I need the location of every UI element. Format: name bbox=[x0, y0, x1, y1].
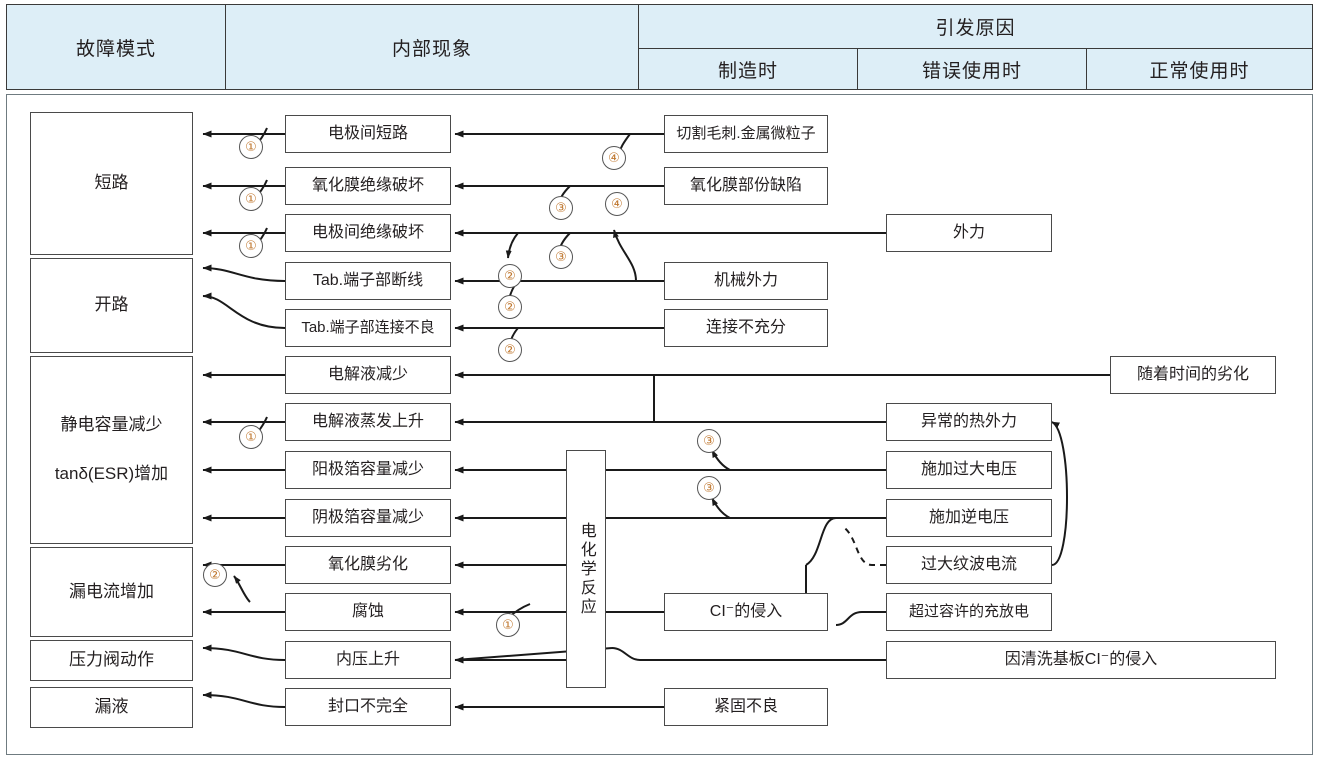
internal-electrolyte-decrease[interactable]: 电解液减少 bbox=[285, 356, 451, 394]
failure-mode-short[interactable]: 短路 bbox=[30, 112, 193, 255]
cause-external-force[interactable]: 外力 bbox=[886, 214, 1052, 252]
electrochemical-reaction[interactable]: 电化学反应 bbox=[566, 450, 606, 688]
cause-chloride-ingress[interactable]: CI⁻的侵入 bbox=[664, 593, 828, 631]
internal-anode-foil-capacity-drop-label: 阳极箔容量减少 bbox=[311, 461, 424, 479]
cause-cutting-burr-metal-particles-label: 切割毛刺.金属微粒子 bbox=[676, 124, 816, 142]
cause-exceeding-charge-discharge[interactable]: 超过容许的充放电 bbox=[886, 593, 1052, 631]
internal-interelectrode-insulation-breakdown[interactable]: 电极间绝缘破坏 bbox=[285, 214, 451, 252]
cause-chloride-ingress-label: CI⁻的侵入 bbox=[709, 603, 783, 621]
circled-marker-m5: ② bbox=[203, 563, 227, 587]
internal-oxide-degradation-label: 氧化膜劣化 bbox=[327, 556, 408, 574]
cause-poor-fastening[interactable]: 紧固不良 bbox=[664, 688, 828, 726]
internal-cathode-foil-capacity-drop[interactable]: 阴极箔容量减少 bbox=[285, 499, 451, 537]
failure-mode-short-label: 短路 bbox=[94, 173, 129, 193]
cause-time-degradation-label: 随着时间的劣化 bbox=[1136, 366, 1249, 384]
cause-time-degradation[interactable]: 随着时间的劣化 bbox=[1110, 356, 1276, 394]
failure-mode-leakage-current[interactable]: 漏电流增加 bbox=[30, 547, 193, 637]
circled-marker-m6: ② bbox=[498, 264, 522, 288]
header-internal: 内部现象 bbox=[225, 4, 639, 90]
header-normal-label: 正常使用时 bbox=[1149, 60, 1250, 82]
cause-reverse-voltage-applied[interactable]: 施加逆电压 bbox=[886, 499, 1052, 537]
circled-marker-m4: ① bbox=[239, 425, 263, 449]
cause-external-force-label: 外力 bbox=[952, 224, 985, 242]
circled-marker-m15: ① bbox=[496, 613, 520, 637]
internal-oxide-degradation[interactable]: 氧化膜劣化 bbox=[285, 546, 451, 584]
header-misuse-label: 错误使用时 bbox=[921, 60, 1022, 82]
cause-chloride-from-board-cleaning-label: 因清洗基板CI⁻的侵入 bbox=[1004, 651, 1158, 669]
circled-marker-m12: ④ bbox=[605, 192, 629, 216]
cause-excessive-ripple-current-label: 过大纹波电流 bbox=[920, 556, 1017, 574]
internal-corrosion-label: 腐蚀 bbox=[351, 603, 384, 621]
circled-marker-m13: ③ bbox=[697, 429, 721, 453]
cause-exceeding-charge-discharge-label: 超过容许的充放电 bbox=[908, 602, 1029, 620]
failure-mode-liquid-leak[interactable]: 漏液 bbox=[30, 687, 193, 728]
header-failure-mode-label: 故障模式 bbox=[75, 38, 156, 60]
cause-insufficient-connection-label: 连接不充分 bbox=[705, 319, 786, 337]
cause-abnormal-thermal-force-label: 异常的热外力 bbox=[920, 413, 1017, 431]
header-manufacturing: 制造时 bbox=[638, 48, 858, 90]
failure-mode-capacitance-drop-line1: 静电容量减少 bbox=[60, 415, 163, 435]
circled-marker-m9: ③ bbox=[549, 245, 573, 269]
header-internal-label: 内部现象 bbox=[391, 38, 472, 60]
internal-oxide-insulation-breakdown[interactable]: 氧化膜绝缘破坏 bbox=[285, 167, 451, 205]
header-normal: 正常使用时 bbox=[1086, 48, 1313, 90]
circled-marker-m1: ① bbox=[239, 135, 263, 159]
failure-mode-capacitance-drop-line2: tanδ(ESR)增加 bbox=[54, 464, 169, 483]
internal-internal-pressure-rise[interactable]: 内压上升 bbox=[285, 641, 451, 679]
failure-mode-capacitance-drop[interactable]: 静电容量减少 tanδ(ESR)增加 bbox=[30, 356, 193, 544]
circled-marker-m7: ② bbox=[498, 295, 522, 319]
cause-overvoltage-applied-label: 施加过大电压 bbox=[920, 461, 1017, 479]
internal-electrolyte-decrease-label: 电解液减少 bbox=[327, 366, 408, 384]
internal-interelectrode-insulation-breakdown-label: 电极间绝缘破坏 bbox=[311, 224, 424, 242]
circled-marker-m10: ③ bbox=[549, 196, 573, 220]
failure-mode-pressure-valve-label: 压力阀动作 bbox=[69, 650, 154, 670]
cause-mechanical-force[interactable]: 机械外力 bbox=[664, 262, 828, 300]
circled-marker-m3: ① bbox=[239, 234, 263, 258]
cause-overvoltage-applied[interactable]: 施加过大电压 bbox=[886, 451, 1052, 489]
internal-corrosion[interactable]: 腐蚀 bbox=[285, 593, 451, 631]
cause-chloride-from-board-cleaning[interactable]: 因清洗基板CI⁻的侵入 bbox=[886, 641, 1276, 679]
internal-tab-poor-connection-label: Tab.端子部连接不良 bbox=[301, 318, 435, 336]
cause-abnormal-thermal-force[interactable]: 异常的热外力 bbox=[886, 403, 1052, 441]
failure-mode-pressure-valve[interactable]: 压力阀动作 bbox=[30, 640, 193, 681]
internal-incomplete-sealing[interactable]: 封口不完全 bbox=[285, 688, 451, 726]
header-cause: 引发原因 bbox=[638, 4, 1313, 49]
failure-mode-open[interactable]: 开路 bbox=[30, 258, 193, 353]
circled-marker-m8: ② bbox=[498, 338, 522, 362]
internal-electrolyte-evaporation-label: 电解液蒸发上升 bbox=[311, 413, 424, 431]
failure-mode-open-label: 开路 bbox=[94, 295, 129, 315]
header-failure-mode: 故障模式 bbox=[6, 4, 226, 90]
internal-tab-poor-connection[interactable]: Tab.端子部连接不良 bbox=[285, 309, 451, 347]
header-misuse: 错误使用时 bbox=[857, 48, 1087, 90]
internal-electrolyte-evaporation[interactable]: 电解液蒸发上升 bbox=[285, 403, 451, 441]
cause-oxide-film-partial-defect[interactable]: 氧化膜部份缺陷 bbox=[664, 167, 828, 205]
internal-electrode-short-label: 电极间短路 bbox=[327, 125, 408, 143]
cause-excessive-ripple-current[interactable]: 过大纹波电流 bbox=[886, 546, 1052, 584]
internal-oxide-insulation-breakdown-label: 氧化膜绝缘破坏 bbox=[311, 177, 424, 195]
header-manufacturing-label: 制造时 bbox=[717, 60, 778, 82]
failure-mode-leakage-current-label: 漏电流增加 bbox=[69, 581, 154, 601]
internal-cathode-foil-capacity-drop-label: 阴极箔容量减少 bbox=[311, 509, 424, 527]
cause-mechanical-force-label: 机械外力 bbox=[713, 272, 778, 290]
internal-internal-pressure-rise-label: 内压上升 bbox=[335, 651, 400, 669]
circled-marker-m14: ③ bbox=[697, 476, 721, 500]
header-cause-label: 引发原因 bbox=[935, 18, 1016, 39]
internal-electrode-short[interactable]: 电极间短路 bbox=[285, 115, 451, 153]
failure-mode-liquid-leak-label: 漏液 bbox=[94, 697, 129, 717]
internal-tab-broken-wire-label: Tab.端子部断线 bbox=[312, 272, 424, 290]
circled-marker-m11: ④ bbox=[602, 146, 626, 170]
cause-cutting-burr-metal-particles[interactable]: 切割毛刺.金属微粒子 bbox=[664, 115, 828, 153]
internal-incomplete-sealing-label: 封口不完全 bbox=[327, 698, 408, 716]
internal-anode-foil-capacity-drop[interactable]: 阳极箔容量减少 bbox=[285, 451, 451, 489]
circled-marker-m2: ① bbox=[239, 187, 263, 211]
internal-tab-broken-wire[interactable]: Tab.端子部断线 bbox=[285, 262, 451, 300]
cause-reverse-voltage-applied-label: 施加逆电压 bbox=[928, 509, 1009, 527]
electrochemical-reaction-label: 电化学反应 bbox=[577, 521, 595, 617]
cause-poor-fastening-label: 紧固不良 bbox=[713, 698, 778, 716]
cause-insufficient-connection[interactable]: 连接不充分 bbox=[664, 309, 828, 347]
cause-oxide-film-partial-defect-label: 氧化膜部份缺陷 bbox=[689, 177, 802, 195]
